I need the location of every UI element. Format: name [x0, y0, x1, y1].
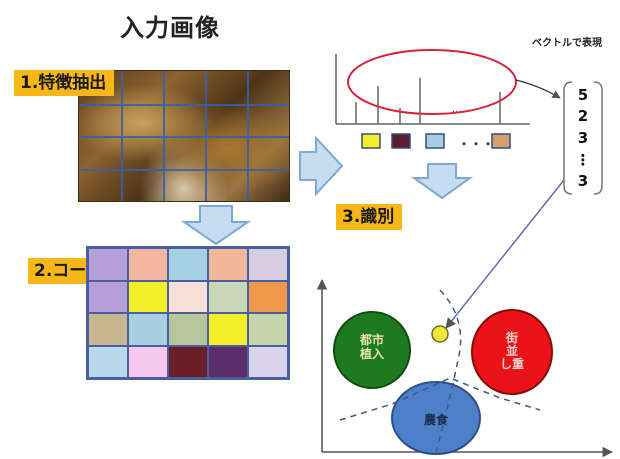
class-circle-blue — [391, 381, 481, 455]
codebook-cell — [208, 248, 248, 281]
highlight-ellipse — [347, 49, 517, 115]
step1-feature-extraction-label: 1.特徴抽出 — [14, 70, 115, 96]
down-arrow-1 — [180, 205, 252, 246]
codebook-cell — [88, 345, 128, 378]
swatches — [361, 133, 511, 149]
input-image-title: 入力画像 — [120, 14, 220, 42]
histogram-swatch — [361, 133, 381, 149]
vector-value: 3 — [577, 128, 589, 147]
step3-classification-label: 3.識別 — [336, 204, 403, 230]
histogram-swatch — [425, 133, 445, 149]
vector-value: 2 — [577, 107, 589, 126]
codebook-cell — [88, 313, 128, 346]
vector-value: ⋮ — [575, 150, 591, 169]
codebook-cell — [168, 313, 208, 346]
codebook-cell — [248, 345, 288, 378]
query-point — [431, 325, 449, 343]
vector-value: 5 — [577, 85, 589, 104]
codebook-cell — [248, 280, 288, 313]
codebook-cell — [128, 280, 168, 313]
codebook-cell — [248, 313, 288, 346]
feature-vector: 5 2 3 ⋮ 3 — [560, 80, 606, 196]
histogram-swatch — [391, 133, 411, 149]
down-arrow-2 — [410, 163, 474, 200]
codebook-cell — [208, 280, 248, 313]
decision-boundary-1 — [339, 377, 541, 421]
class-label-red: 街並し重 — [500, 330, 524, 371]
decision-boundary-2 — [435, 289, 462, 453]
swatch-ellipsis: ・・・ — [458, 137, 494, 151]
pointer-arrow-2 — [445, 179, 565, 329]
class-circle-green — [333, 311, 411, 389]
class-circle-red — [471, 309, 553, 395]
codebook-cell — [128, 248, 168, 281]
codebook-cell — [88, 280, 128, 313]
right-arrow — [299, 135, 344, 197]
vector-value: 3 — [577, 172, 589, 191]
codebook-cell — [248, 248, 288, 281]
codebook-cell — [168, 248, 208, 281]
class-label-green: 都市植入 — [359, 332, 384, 361]
histogram-ellipsis: ... — [452, 104, 462, 115]
codebook-cell — [88, 248, 128, 281]
codebook-cell — [208, 345, 248, 378]
codebook-cell — [168, 345, 208, 378]
class-label-blue: 農食 — [424, 412, 449, 427]
codebook-cell — [168, 280, 208, 313]
vector-annotation: ベクトルで表現 — [532, 36, 602, 49]
pointer-arrow-1 — [515, 79, 561, 99]
codebook-cell — [128, 345, 168, 378]
codebook-cell — [128, 313, 168, 346]
histogram-swatch — [491, 133, 511, 149]
codebook-grid — [86, 246, 290, 380]
histogram — [335, 54, 530, 125]
codebook-cell — [208, 313, 248, 346]
